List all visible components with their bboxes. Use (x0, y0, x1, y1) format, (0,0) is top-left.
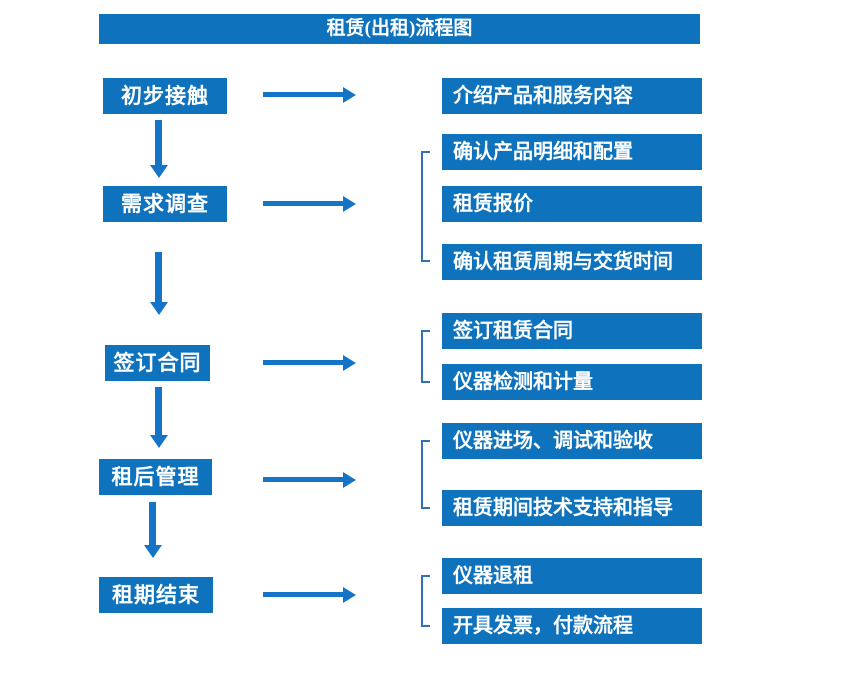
down-arrow-1-icon (149, 120, 168, 178)
detail-confirm-rental-period: 确认租赁周期与交货时间 (442, 244, 702, 280)
detail-sign-rental-contract: 签订租赁合同 (442, 313, 702, 349)
detail-confirm-product-details: 确认产品明细和配置 (442, 134, 702, 170)
bracket-demand-survey-details-icon (421, 151, 430, 262)
step-post-rental-management: 租后管理 (99, 459, 212, 495)
detail-instrument-return: 仪器退租 (442, 558, 702, 594)
down-arrow-2-icon (149, 252, 168, 315)
detail-instrument-inspection: 仪器检测和计量 (442, 364, 702, 400)
detail-invoice-payment: 开具发票，付款流程 (442, 608, 702, 644)
step-demand-survey: 需求调查 (103, 186, 227, 222)
right-arrow-2-icon (263, 195, 356, 212)
bracket-sign-contract-details-icon (421, 330, 430, 383)
flowchart-title: 租赁(出租)流程图 (326, 18, 473, 39)
step-sign-contract: 签订合同 (105, 345, 210, 381)
detail-instrument-entry: 仪器进场、调试和验收 (442, 423, 702, 459)
right-arrow-1-icon (263, 86, 356, 103)
down-arrow-4-icon (143, 502, 162, 558)
bracket-rental-end-details-icon (421, 575, 430, 627)
step-initial-contact: 初步接触 (103, 78, 227, 114)
right-arrow-4-icon (263, 471, 356, 488)
down-arrow-3-icon (149, 387, 168, 448)
bracket-post-rental-details-icon (421, 440, 430, 509)
flowchart-title-bar: 租赁(出租)流程图 (99, 14, 700, 44)
detail-rental-quote: 租赁报价 (442, 186, 702, 222)
detail-introduce-products: 介绍产品和服务内容 (442, 78, 702, 114)
right-arrow-5-icon (263, 586, 356, 603)
step-rental-end: 租期结束 (99, 577, 213, 613)
right-arrow-3-icon (263, 354, 356, 371)
detail-technical-support: 租赁期间技术支持和指导 (442, 490, 702, 526)
